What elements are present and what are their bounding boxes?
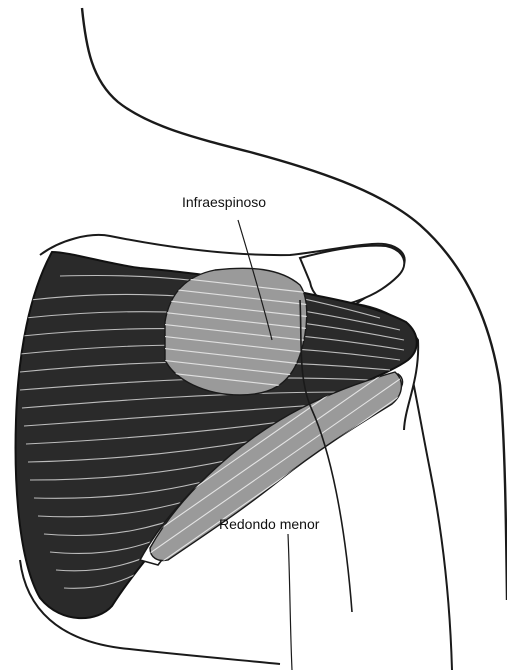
infraespinoso-label: Infraespinoso: [182, 195, 266, 209]
infraespinoso-region: [165, 268, 307, 395]
redondo-menor-label: Redondo menor: [219, 517, 319, 531]
redondo-menor-leader-line: [288, 534, 292, 670]
